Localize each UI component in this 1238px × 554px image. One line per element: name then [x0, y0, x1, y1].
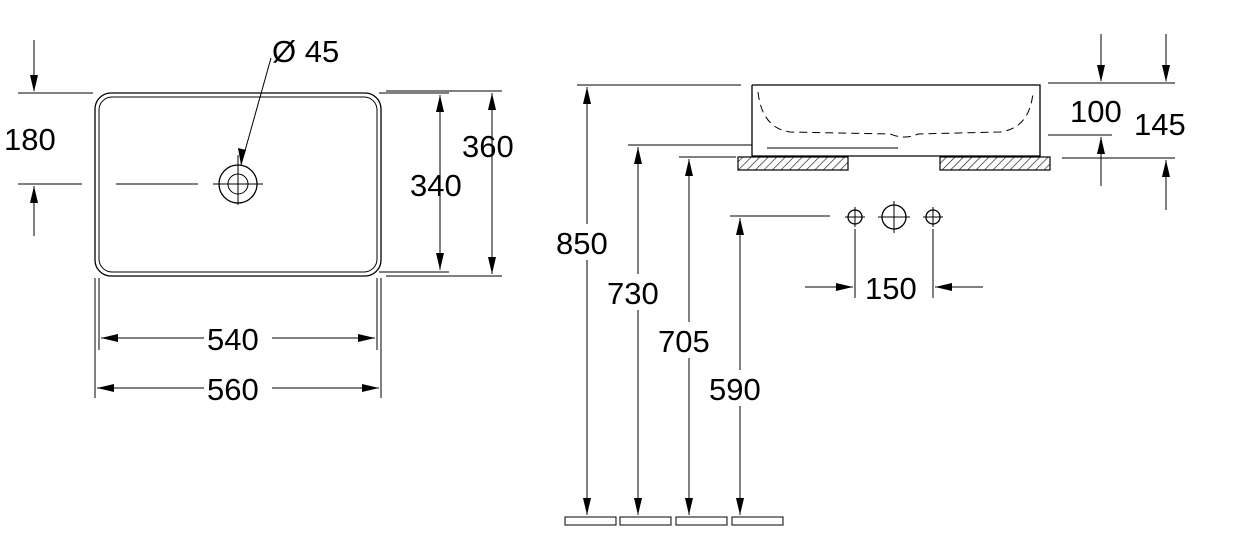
basin-outer-outline [94, 92, 382, 277]
depth-dimensions [379, 90, 502, 277]
bowl-depth-label: 100 [1070, 94, 1122, 129]
basin-inner-outline [98, 96, 378, 273]
outer-depth-label: 360 [462, 129, 514, 164]
tap-spacing-dimension [805, 229, 983, 298]
bowl-hidden-line [757, 91, 1034, 138]
hole-offset-label: 180 [4, 122, 56, 157]
countertop-left [737, 156, 849, 171]
floor [564, 516, 784, 526]
inner-width-label: 540 [207, 322, 259, 357]
total-height-label: 850 [556, 226, 608, 261]
height-730-label: 730 [607, 276, 659, 311]
top-view: Ø 45 180 340 360 [4, 34, 514, 407]
hole-diameter-label: Ø 45 [272, 34, 339, 69]
side-view: 850 730 705 590 [555, 34, 1186, 526]
outer-width-label: 560 [207, 372, 259, 407]
height-590-label: 590 [709, 372, 761, 407]
right-height-dimensions [1048, 34, 1175, 210]
tap-spacing-label: 150 [865, 271, 917, 306]
diameter-arrow [238, 148, 246, 165]
basin-height-label: 145 [1134, 107, 1186, 142]
countertop-right [939, 156, 1051, 171]
tap-holes [845, 201, 943, 233]
hole-offset-dimension [18, 40, 93, 236]
diameter-leader [240, 57, 272, 166]
inner-depth-label: 340 [410, 168, 462, 203]
width-dimensions [94, 278, 382, 398]
drain-hole [116, 155, 263, 205]
height-705-label: 705 [658, 324, 710, 359]
basin-profile [751, 84, 1041, 157]
